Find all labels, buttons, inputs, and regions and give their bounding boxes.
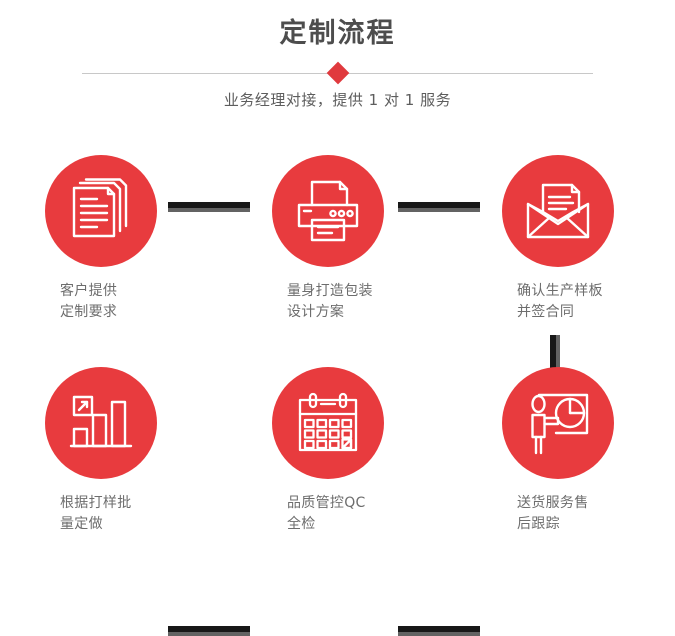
connector-bar-gray [556,335,560,368]
flow-row: 客户提供 定制要求 [0,145,675,368]
diamond-marker-icon [326,61,349,85]
step-icon-circle [45,155,157,267]
process-flow: 客户提供 定制要求 [0,145,675,636]
connector-horizontal [168,626,250,636]
connector-bar-dark [398,202,480,208]
flow-step-6[interactable]: 送货服务售 后跟踪 [467,357,647,547]
connector-bar-dark [168,202,250,208]
connector-horizontal [398,202,480,212]
title-divider [82,61,593,85]
presenter-pie-chart-icon [525,391,591,455]
connector-horizontal [168,202,250,212]
page-title: 定制流程 [279,18,396,49]
page-header: 定制流程 业务经理对接，提供 1 对 1 服务 [0,0,675,130]
printer-icon [295,180,361,242]
envelope-document-icon [524,182,592,240]
flow-step-label: 客户提供 定制要求 [60,283,118,320]
flow-step-4[interactable]: 根据打样批 量定做 [10,357,190,547]
connector-horizontal [398,626,480,636]
flow-step-2[interactable]: 量身打造包装 设计方案 [237,145,417,335]
step-icon-circle [502,367,614,479]
step-icon-circle [45,367,157,479]
connector-bar-gray [168,632,250,636]
connector-bar-gray [398,632,480,636]
flow-step-label: 品质管控QC 全检 [287,495,366,532]
calendar-check-icon [296,392,360,454]
connector-vertical [550,335,560,368]
flow-step-label: 送货服务售 后跟踪 [517,495,589,532]
flow-step-5[interactable]: 品质管控QC 全检 [237,357,417,547]
page-subtitle: 业务经理对接，提供 1 对 1 服务 [223,91,452,109]
connector-bar-gray [398,208,480,212]
bar-chart-growth-icon [69,393,133,453]
flow-step-label: 确认生产样板 并签合同 [517,283,603,320]
step-icon-circle [272,155,384,267]
step-icon-circle [272,367,384,479]
documents-icon [68,178,134,244]
flow-row: 根据打样批 量定做 [0,357,675,636]
connector-bar-gray [168,208,250,212]
step-icon-circle [502,155,614,267]
flow-step-1[interactable]: 客户提供 定制要求 [10,145,190,335]
flow-step-label: 量身打造包装 设计方案 [287,283,373,320]
flow-step-label: 根据打样批 量定做 [60,495,132,532]
connector-bar-dark [550,335,556,368]
flow-step-3[interactable]: 确认生产样板 并签合同 [467,145,647,335]
